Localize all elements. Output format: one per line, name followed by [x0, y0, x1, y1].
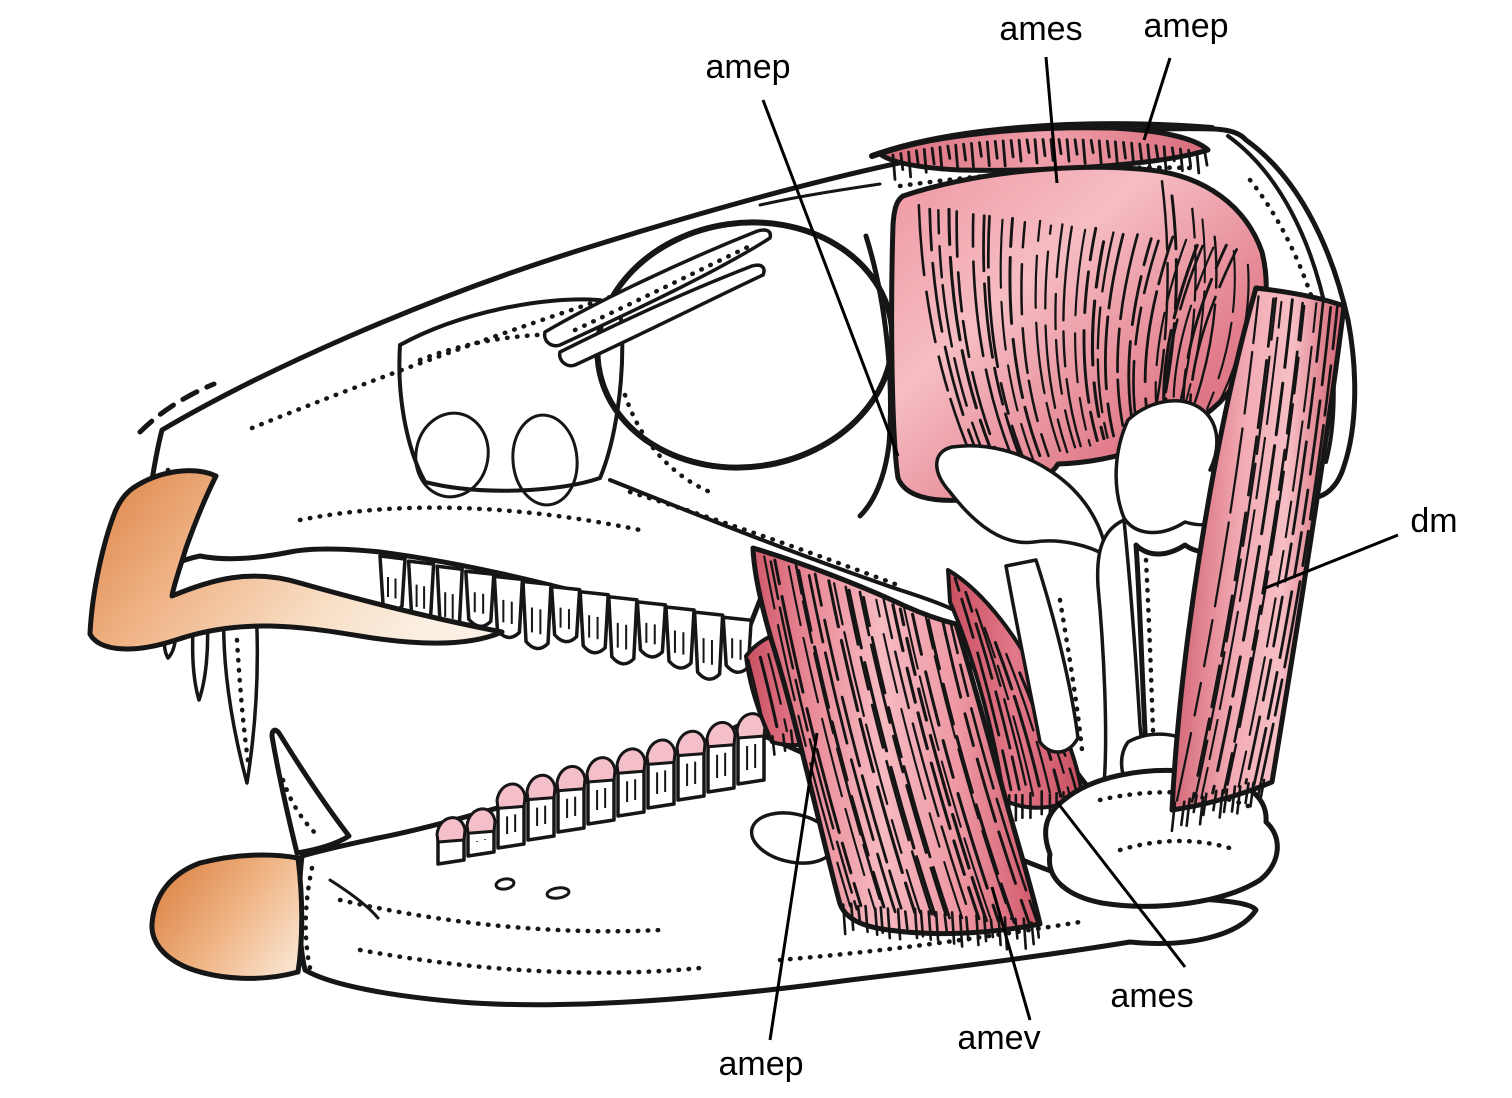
label-ames-top: ames [999, 10, 1082, 48]
upper-beak [87, 468, 505, 652]
leader-amep-bottom [768, 732, 819, 1041]
leader-amev-bottom [990, 886, 1032, 1021]
label-amep-bottom: amep [718, 1045, 803, 1083]
lower-tooth-row [435, 712, 767, 866]
orbit-dotted-line [622, 392, 713, 495]
dentary-dotted-line-2 [357, 947, 703, 975]
label-amev-bottom: amev [957, 1019, 1040, 1057]
mandible-foramen-1 [494, 877, 516, 891]
postorbital-bar-line [857, 233, 893, 519]
angular-dotted-line [777, 919, 1083, 963]
caniniform-dotted-line [234, 637, 252, 771]
frontal-suture-line [758, 182, 882, 207]
tusk-tooth [269, 727, 352, 856]
leader-amep-top-right [1142, 57, 1172, 141]
labels: amep ames amep dm ames amev amep [705, 7, 1457, 1083]
muscle-amev [750, 545, 1043, 951]
predentary-suture-dotted [303, 865, 315, 971]
antorbital-fenestra [397, 297, 625, 507]
jugal-bar-line [608, 478, 960, 614]
premax-tooth-small-2 [190, 615, 210, 702]
label-amep-top-right: amep [1143, 7, 1228, 45]
maxilla-dotted-line [297, 505, 643, 533]
pterygoid-strut [1004, 558, 1080, 754]
caniniform-tooth-upper [221, 606, 260, 785]
upper-tooth-row [378, 554, 753, 681]
palpebral-bones [542, 228, 773, 368]
label-dm: dm [1410, 502, 1457, 540]
label-amep-top-left: amep [705, 48, 790, 86]
predentary-beak [149, 852, 305, 981]
chin-line [328, 878, 380, 920]
naris-dashed-line [137, 381, 217, 435]
leader-amep-top-left [761, 99, 900, 457]
leader-ames-bottom [1055, 801, 1187, 968]
jugal-dotted-line [627, 489, 898, 587]
leader-ames-top [1044, 56, 1059, 184]
muscle-dm [1169, 285, 1347, 833]
leader-lines [761, 56, 1399, 1041]
muscle-amep-dorsal-strip [869, 121, 1215, 181]
label-ames-bottom: ames [1110, 977, 1193, 1015]
leader-dm [1262, 533, 1399, 591]
mandible-foramen-2 [545, 886, 571, 900]
